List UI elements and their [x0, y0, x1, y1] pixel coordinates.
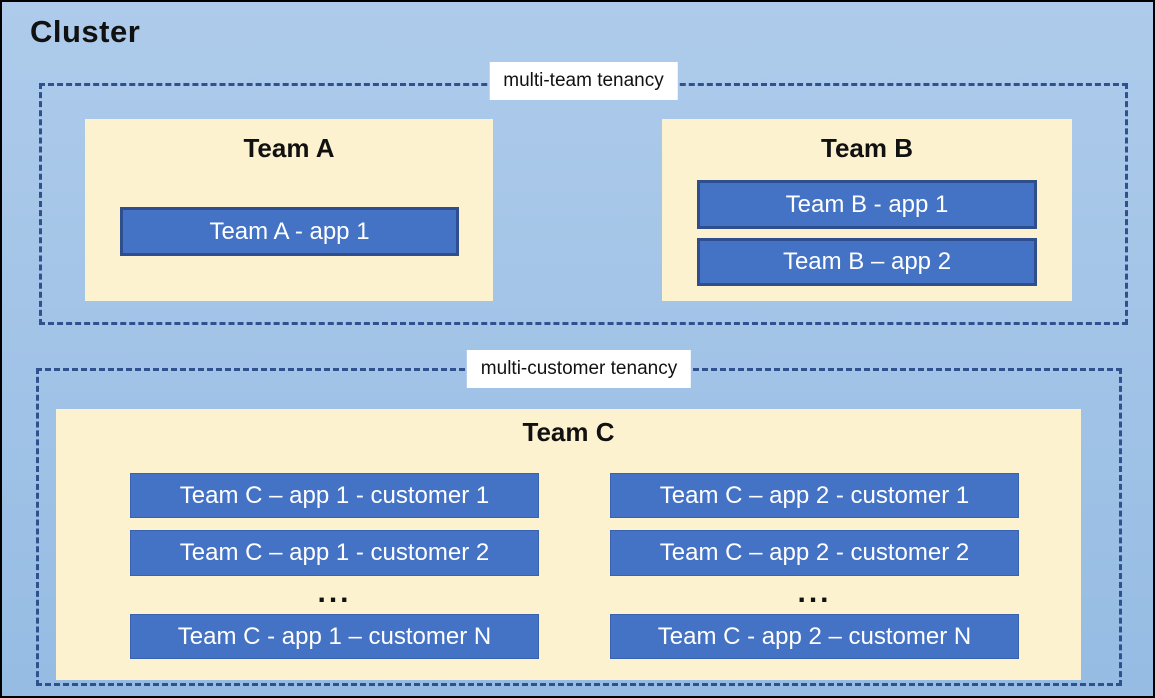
team-panel-a: Team A Team A - app 1: [85, 119, 493, 301]
team-panel-c: Team C Team C – app 1 - customer 1 Team …: [56, 409, 1081, 680]
team-c-app1-customer1-box: Team C – app 1 - customer 1: [130, 473, 539, 518]
team-b-app-2-box: Team B – app 2: [697, 238, 1037, 286]
cluster-title: Cluster: [30, 14, 141, 49]
tenancy-label-multi-customer: multi-customer tenancy: [466, 350, 692, 388]
team-c-title: Team C: [522, 417, 615, 447]
team-c-app2-ellipsis: ...: [797, 576, 832, 609]
team-panel-b: Team B Team B - app 1 Team B – app 2: [662, 119, 1072, 301]
tenancy-group-multi-customer: multi-customer tenancy Team C Team C – a…: [36, 350, 1122, 686]
team-c-app2-customer1-box: Team C – app 2 - customer 1: [610, 473, 1019, 518]
team-b-title: Team B: [821, 133, 913, 163]
team-c-app1-customer2-box: Team C – app 1 - customer 2: [130, 530, 539, 576]
tenancy-group-multi-team: multi-team tenancy Team A Team A - app 1…: [39, 62, 1128, 325]
tenancy-label-multi-team: multi-team tenancy: [489, 62, 678, 100]
team-c-app2-customer2-box: Team C – app 2 - customer 2: [610, 530, 1019, 576]
team-a-app-1-box: Team A - app 1: [120, 207, 459, 256]
team-c-app2-column: Team C – app 2 - customer 1 Team C – app…: [610, 473, 1019, 659]
team-c-app1-column: Team C – app 1 - customer 1 Team C – app…: [130, 473, 539, 659]
team-c-app1-customerN-box: Team C - app 1 – customer N: [130, 614, 539, 659]
team-b-app-1-box: Team B - app 1: [697, 180, 1037, 229]
team-c-app1-ellipsis: ...: [317, 576, 352, 609]
team-a-title: Team A: [243, 133, 335, 163]
team-c-app2-customerN-box: Team C - app 2 – customer N: [610, 614, 1019, 659]
